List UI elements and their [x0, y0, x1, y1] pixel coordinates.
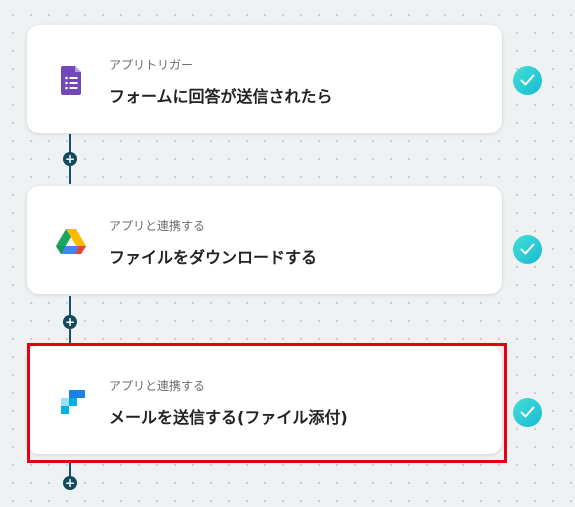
flow-connector-line	[69, 460, 71, 490]
flow-step-card-action[interactable]: アプリと連携する ファイルをダウンロードする	[27, 186, 502, 294]
google-drive-icon	[54, 224, 88, 258]
check-circle-icon	[513, 398, 542, 427]
flow-step-card-action[interactable]: アプリと連携する メールを送信する(ファイル添付)	[27, 346, 502, 454]
step-title: ファイルをダウンロードする	[109, 248, 318, 267]
step-category-label: アプリと連携する	[109, 379, 206, 393]
google-forms-icon	[54, 63, 88, 97]
step-category-label: アプリトリガー	[109, 58, 194, 72]
step-title: メールを送信する(ファイル添付)	[109, 408, 348, 427]
check-circle-icon	[513, 66, 542, 95]
step-title: フォームに回答が送信されたら	[109, 87, 333, 106]
add-step-button[interactable]: +	[63, 315, 77, 329]
check-circle-icon	[513, 235, 542, 264]
flow-step-card-trigger[interactable]: アプリトリガー フォームに回答が送信されたら	[27, 25, 502, 133]
sendgrid-icon	[54, 384, 88, 418]
step-category-label: アプリと連携する	[109, 219, 206, 233]
add-step-button[interactable]: +	[63, 476, 77, 490]
add-step-button[interactable]: +	[63, 152, 77, 166]
